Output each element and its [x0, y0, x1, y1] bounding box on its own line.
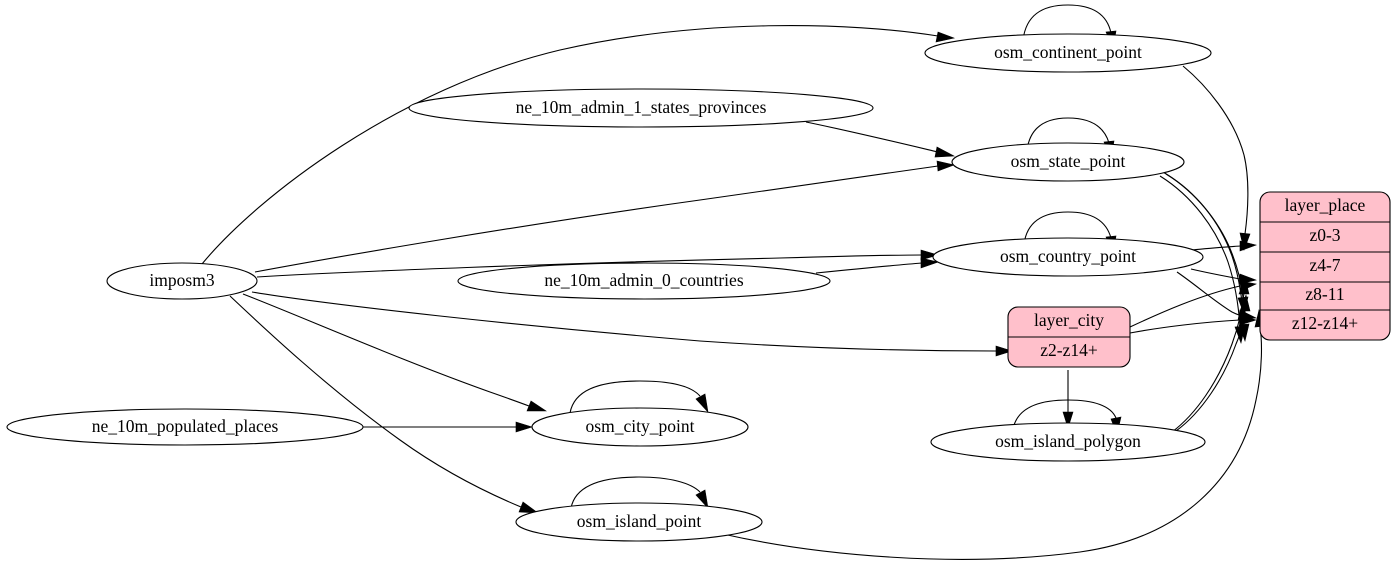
node-ellipse-osm_city_point[interactable]	[531, 407, 749, 447]
edge-osm_island_point-self-loop	[570, 476, 709, 509]
edge-osm_country_point-to-layer_place-z4-7	[1191, 240, 1258, 252]
node-osm_state_point[interactable]: osm_state_point	[951, 142, 1185, 182]
record-node-layer_place[interactable]: layer_place z0-3 z4-7 z8-11 z12-z14+	[1259, 191, 1391, 341]
node-imposm3[interactable]: imposm3	[106, 262, 258, 300]
node-osm_island_polygon[interactable]: osm_island_polygon	[930, 422, 1206, 462]
record-row-layer_city-z2-z14plus[interactable]: z2-z14+	[1040, 340, 1098, 360]
edge-ne_10m_admin_1_states_provinces-to-osm_state_point	[805, 121, 956, 158]
edge-imposm3-to-osm_state_point	[254, 160, 956, 273]
record-row-layer_place-z12-z14plus[interactable]: z12-z14+	[1292, 313, 1358, 333]
node-ellipse-osm_country_point[interactable]	[932, 237, 1204, 277]
record-node-layer_city[interactable]: layer_city z2-z14+	[1007, 306, 1131, 368]
node-label-osm_island_polygon: osm_island_polygon	[995, 431, 1141, 451]
node-ellipse-osm_island_polygon[interactable]	[930, 422, 1206, 462]
node-ellipse-osm_island_point[interactable]	[515, 502, 763, 542]
edge-imposm3-to-osm_country_point	[256, 249, 940, 278]
node-osm_city_point[interactable]: osm_city_point	[531, 407, 749, 447]
node-ne_10m_populated_places[interactable]: ne_10m_populated_places	[6, 408, 364, 446]
node-ne_10m_admin_1_states_provinces[interactable]: ne_10m_admin_1_states_provinces	[408, 88, 874, 128]
node-ellipse-osm_continent_point[interactable]	[924, 33, 1212, 73]
node-label-osm_state_point: osm_state_point	[1011, 151, 1126, 171]
node-label-ne_10m_admin_1_states_provinces: ne_10m_admin_1_states_provinces	[516, 97, 767, 117]
node-label-ne_10m_populated_places: ne_10m_populated_places	[92, 416, 279, 436]
node-label-osm_island_point: osm_island_point	[577, 511, 702, 531]
edge-imposm3-to-osm_continent_point	[201, 24, 956, 265]
record-layer: layer_place z0-3 z4-7 z8-11 z12-z14+ lay…	[1007, 191, 1391, 368]
node-ellipse-ne_10m_admin_0_countries[interactable]	[457, 262, 831, 300]
edge-osm_state_point-to-layer_place-z12-b	[1159, 175, 1246, 345]
edge-layer_city-to-osm_island_polygon	[1062, 369, 1074, 430]
node-ellipse-imposm3[interactable]	[106, 262, 258, 300]
node-layer: imposm3 ne_10m_populated_places ne_10m_a…	[6, 33, 1212, 542]
edge-ne_10m_populated_places-to-osm_city_point	[363, 421, 534, 433]
edge-osm_city_point-self-loop	[569, 380, 709, 414]
node-label-osm_continent_point: osm_continent_point	[994, 42, 1142, 62]
node-ne_10m_admin_0_countries[interactable]: ne_10m_admin_0_countries	[457, 262, 831, 300]
node-label-ne_10m_admin_0_countries: ne_10m_admin_0_countries	[544, 270, 743, 290]
node-label-imposm3: imposm3	[149, 270, 214, 290]
node-osm_island_point[interactable]: osm_island_point	[515, 502, 763, 542]
edge-imposm3-to-osm_city_point	[242, 293, 547, 412]
record-row-layer_place-z8-11[interactable]: z8-11	[1305, 284, 1344, 304]
edge-ne_10m_admin_0_countries-to-osm_country_point	[815, 257, 940, 274]
node-ellipse-ne_10m_admin_1_states_provinces[interactable]	[408, 88, 874, 128]
record-row-layer_city-header: layer_city	[1034, 310, 1104, 330]
node-ellipse-ne_10m_populated_places[interactable]	[6, 408, 364, 446]
edge-imposm3-to-layer_city	[251, 291, 1014, 357]
node-osm_country_point[interactable]: osm_country_point	[932, 237, 1204, 277]
edge-osm_island_polygon-to-layer_place-z12	[1175, 293, 1251, 432]
edge-osm_continent_point-to-layer_place-z0-3	[1182, 65, 1251, 252]
record-row-layer_place-z4-7[interactable]: z4-7	[1309, 255, 1340, 275]
node-ellipse-osm_state_point[interactable]	[951, 142, 1185, 182]
node-label-osm_country_point: osm_country_point	[1000, 246, 1136, 266]
node-label-osm_city_point: osm_city_point	[586, 416, 695, 436]
edge-layer	[201, 4, 1266, 560]
record-row-layer_place-header: layer_place	[1285, 195, 1366, 215]
record-box-layer_place[interactable]	[1259, 191, 1391, 341]
node-osm_continent_point[interactable]: osm_continent_point	[924, 33, 1212, 73]
edge-osm_country_point-to-layer_place-z8-11	[1190, 268, 1258, 285]
edge-imposm3-to-osm_island_point	[229, 295, 539, 514]
record-row-layer_place-z0-3[interactable]: z0-3	[1309, 225, 1340, 245]
